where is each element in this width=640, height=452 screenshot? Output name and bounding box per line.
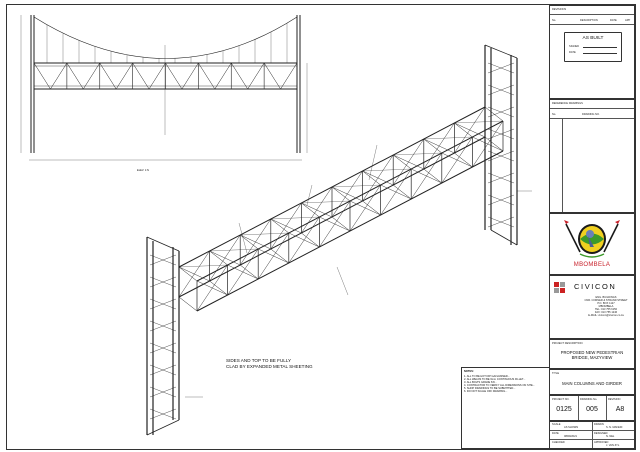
scale-label: SCALE [552,422,561,426]
checked-label: CHECKED [552,440,565,444]
drawing-title: MAIN COLUMNS AND GIRDER [562,381,622,386]
notes-title: NOTES: [464,370,474,373]
drawing-no-label: DRAWING No. [580,398,598,401]
as-built-stamp: AS BUILT SIGNED DATE [564,32,622,62]
drawing-numbers-box: PROJECT NO. DRAWING No. REVISION 0125 00… [549,395,635,421]
designed-label: DESIGNED [594,431,608,435]
rev-col-desc: DESCRIPTION [580,19,598,22]
stamp-date: DATE [569,51,576,54]
rev-col-app: APP [625,19,631,22]
cladding-note-text: SIDES AND TOP TO BE FULLY CLAD BY EXPAND… [226,358,313,369]
scale-value: AS SHOWN [564,426,579,429]
drawn-label: DRAWN [594,422,604,426]
drawing-no: 005 [586,406,598,413]
project-description-label: PROJECT DESCRIPTION [552,342,583,345]
rev-col-date: DATE [610,19,617,22]
ref-col-no: No. [552,113,557,116]
revision: A8 [615,406,625,413]
cladding-note: SIDES AND TOP TO BE FULLY CLAD BY EXPAND… [226,358,313,370]
designed-value: N. NEL [606,435,615,438]
revisions-box: REVISIONS No. DESCRIPTION DATE APP AS BU… [549,5,635,99]
client-logo-box: MBOMBELA [549,213,635,275]
revisions-title: REVISIONS [552,8,567,11]
approved-value: J. VAN ZYL [606,443,620,447]
stamp-signed: SIGNED [569,45,579,48]
client-name: MBOMBELA [573,262,611,268]
project-description-box: PROJECT DESCRIPTION PROPOSED NEW PEDESTR… [549,339,635,369]
rev-col-no: No. [552,19,557,22]
consultant-box: CIVICON ENG. BUILDINGS CNR. CORNER & STR… [549,275,635,339]
drawing-area: ELEV. 1:N SIDES AND TOP TO BE FULLY CLAD… [7,5,553,449]
stamp-title: AS BUILT [582,36,604,41]
consultant-logo-icon [554,282,568,296]
project-no-label: PROJECT NO. [552,398,570,401]
drawn-value: S. N. MAFEDI [606,426,623,429]
drawing-title-label: TITLE [552,372,560,375]
reference-drawings-box: REFERENCE DRAWINGS No. DRAWING NO. [549,99,635,213]
consultant-address: ENG. BUILDINGS CNR. CORNER & STRAND STRE… [584,296,628,317]
signoff-box: SCALE AS SHOWN DATE 08/09/2021 CHECKED D… [549,421,635,449]
date-value: 08/09/2021 [564,435,577,438]
drawing-sheet-border [6,4,636,450]
approved-label: APPROVED [594,440,609,444]
mbombela-logo [564,220,620,258]
revision-label: REVISION [608,398,621,401]
drawing-title-box: TITLE MAIN COLUMNS AND GIRDER [549,369,635,395]
project-no: 0125 [556,406,572,413]
ref-col-drawing: DRAWING NO. [582,113,600,116]
bridge-drawing [20,15,532,436]
date-label: DATE [552,431,559,435]
elevation-cable [33,16,298,59]
general-notes: NOTES: 1. ALL TO BE HOT DIP GALVANISED..… [461,367,553,449]
notes-text: 1. ALL TO BE HOT DIP GALVANISED... 2. AL… [464,375,535,393]
consultant-name: CIVICON [574,282,617,291]
elevation-label: ELEV. 1:N [137,169,149,172]
references-title: REFERENCE DRAWINGS [552,102,583,105]
title-block: REVISIONS No. DESCRIPTION DATE APP AS BU… [549,5,635,449]
project-description: PROPOSED NEW PEDESTRIAN BRIDGE, MAZYVIEW [560,350,624,360]
